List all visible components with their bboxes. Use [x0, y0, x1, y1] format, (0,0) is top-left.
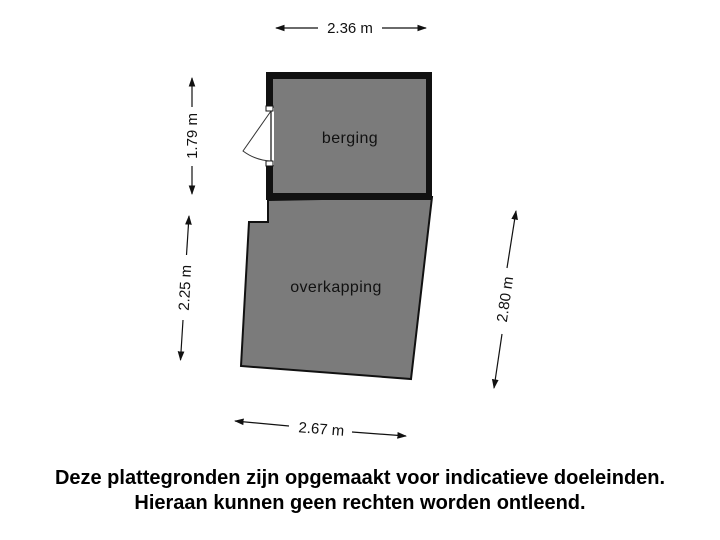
room-label-berging: berging	[322, 130, 378, 147]
dimension-overkapping-left-label: 2.25 m	[176, 264, 195, 311]
disclaimer-line-1: Deze plattegronden zijn opgemaakt voor i…	[54, 467, 666, 489]
dimension-berging-height-label: 1.79 m	[184, 113, 201, 159]
room-label-overkapping: overkapping	[290, 279, 382, 296]
dimension-overkapping-right: 2.80 m	[491, 210, 518, 389]
berging-floor	[273, 79, 426, 193]
dimension-top-width-label: 2.36 m	[327, 20, 373, 37]
dimension-overkapping-right-label: 2.80 m	[494, 275, 517, 323]
dimension-bottom-width: 2.67 m	[234, 418, 407, 440]
dimension-overkapping-left: 2.25 m	[176, 215, 195, 361]
disclaimer: Deze plattegronden zijn opgemaakt voor i…	[0, 466, 720, 516]
dimension-top-width: 2.36 m	[275, 20, 427, 37]
door-frame-bottom	[265, 160, 274, 167]
dimension-bottom-width-label: 2.67 m	[298, 419, 345, 440]
disclaimer-line-2: Hieraan kunnen geen rechten worden ontle…	[134, 492, 586, 514]
door-frame-top	[265, 105, 274, 112]
door-swing-arc	[242, 110, 272, 162]
dimension-berging-height: 1.79 m	[184, 77, 201, 195]
door-opening	[265, 108, 274, 165]
floor-plan: 2.36 m 1.79 m 2.25 m 2.80 m 2.67 m bergi…	[176, 20, 518, 440]
